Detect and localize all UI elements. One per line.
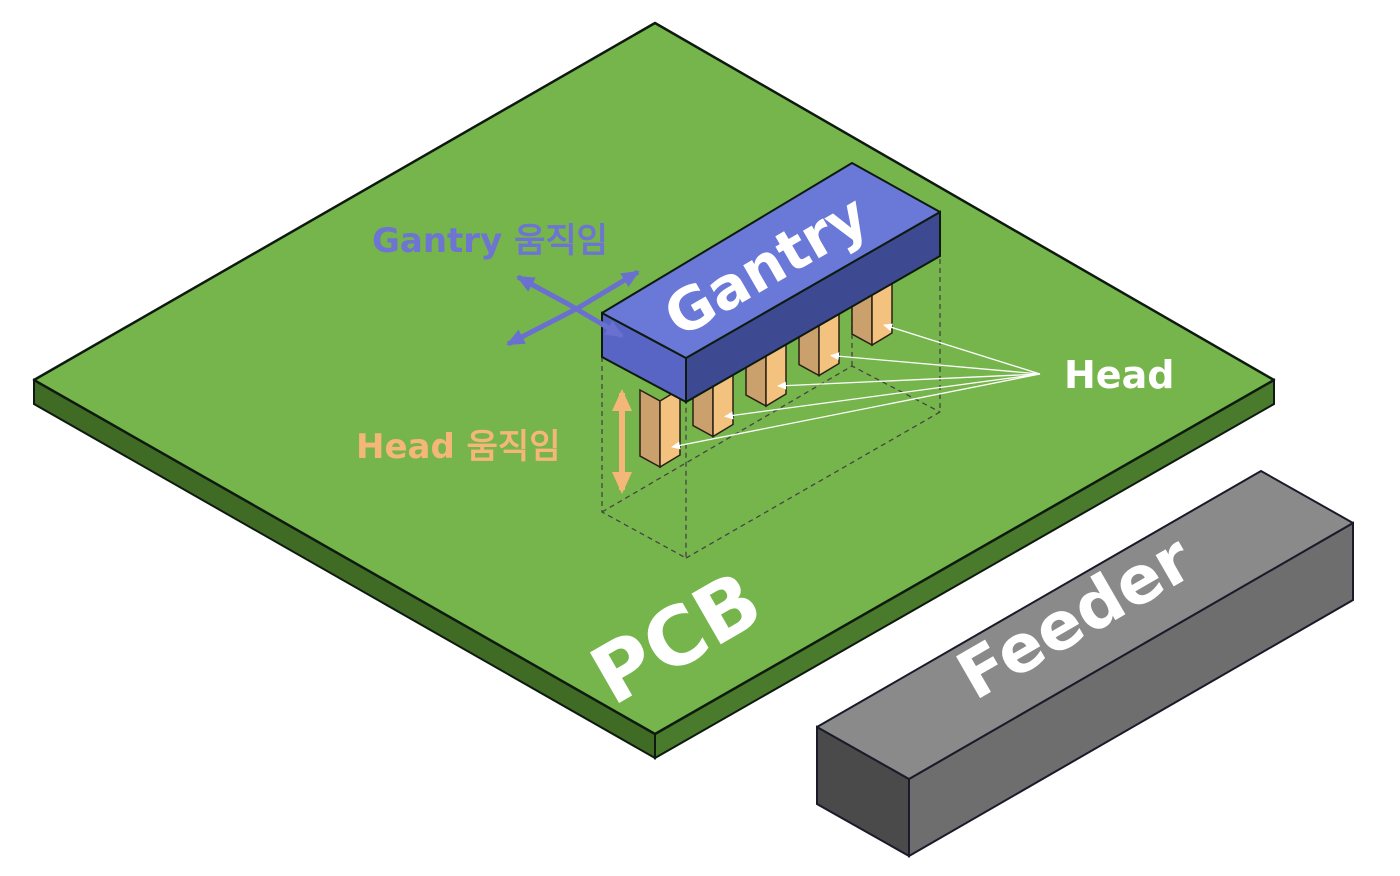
gantry-top-face [601, 162, 941, 359]
head-callout-arrow [671, 373, 1041, 450]
head-callout-arrows [671, 323, 1041, 450]
head-nozzle-side [659, 387, 681, 469]
head-motion-label: Head 움직임 [356, 427, 560, 467]
head-label: Head [1064, 353, 1174, 397]
feeder-top-face [816, 470, 1354, 780]
head-callout-arrow [777, 373, 1041, 390]
gantry-motion-label: Gantry 움직임 [372, 221, 608, 261]
double-arrow-cross-icon [506, 269, 640, 347]
head-nozzle-front [639, 388, 661, 469]
head-callout-arrow [830, 352, 1041, 375]
head-nozzle [639, 387, 681, 469]
head-callout-arrow [724, 373, 1041, 420]
head-callout-arrow [883, 323, 1041, 375]
